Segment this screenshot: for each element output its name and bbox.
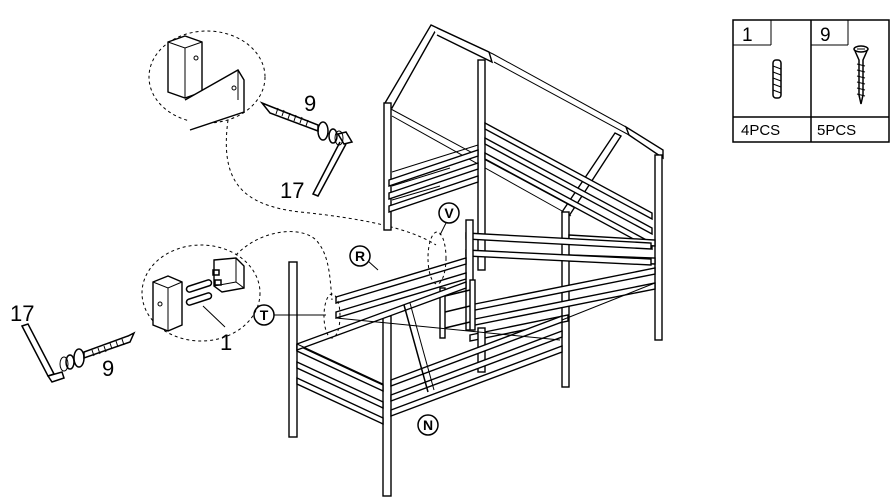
left-screw-label: 9 (102, 356, 114, 381)
top-allen-key-icon (311, 131, 354, 197)
top-screw-label: 9 (304, 91, 316, 116)
top-key-label: 17 (280, 178, 304, 203)
top-detail-view (148, 30, 266, 131)
top-detail-ellipse (148, 30, 266, 124)
top-detail-leader (225, 119, 437, 246)
part-label-r: R (349, 245, 379, 271)
part-label-v: V (438, 202, 460, 236)
dowel-leader (202, 305, 226, 328)
top-screw (259, 101, 344, 146)
table-col1-number: 1 (742, 25, 753, 46)
part-label-n-text: N (423, 417, 433, 433)
left-screw (59, 331, 136, 372)
dowel-icon (772, 59, 782, 99)
part-label-t-text: T (260, 307, 269, 323)
left-key-label: 17 (10, 301, 34, 326)
joint-highlight-left (323, 293, 341, 339)
screw-icon (853, 45, 869, 105)
part-label-r-text: R (355, 248, 365, 264)
house-bed-frame (288, 24, 664, 497)
left-detail-view (141, 244, 261, 342)
left-allen-key-icon (20, 323, 65, 383)
part-label-v-text: V (444, 205, 454, 221)
parts-table: 1 9 4PCS 5PCS (732, 19, 890, 143)
joint-highlight-top (427, 231, 447, 285)
part-label-t: T (253, 304, 326, 326)
table-col2-qty: 5PCS (817, 122, 856, 139)
table-col1-qty: 4PCS (741, 122, 780, 139)
left-detail-ellipse (141, 244, 261, 342)
left-detail-leader (235, 231, 333, 301)
part-label-n: N (417, 414, 439, 436)
dowel-label: 1 (220, 330, 232, 355)
table-col2-number: 9 (820, 25, 831, 46)
